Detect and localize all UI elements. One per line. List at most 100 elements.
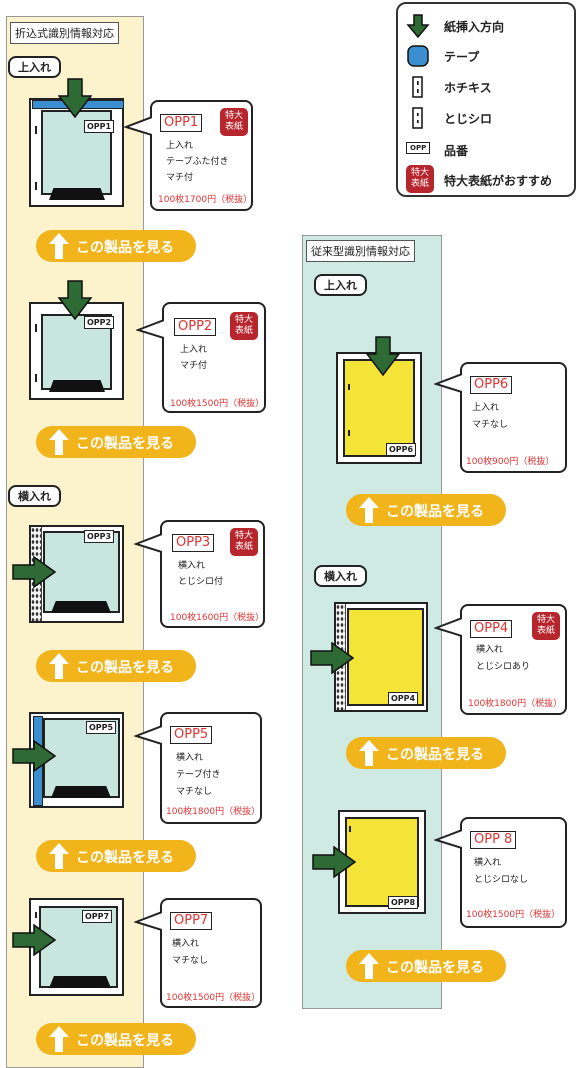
product-code-tag: OPP7 (82, 910, 113, 923)
insert-direction-arrow-icon (12, 740, 56, 772)
product-code-tag: OPP8 (388, 896, 419, 909)
legend-label: とじシロ (444, 112, 493, 126)
view-product-button-opp2[interactable]: この製品を見る (36, 426, 196, 458)
product-desc-line: 横入れ (474, 858, 502, 868)
product-code-tag: OPP3 (84, 530, 115, 543)
view-product-button-opp6[interactable]: この製品を見る (346, 494, 506, 526)
insert-direction-arrow-icon (58, 280, 92, 320)
product-desc-line: テープ付き (176, 770, 221, 780)
large-cover-badge: 特大表紙 (532, 612, 560, 640)
callout-pointer (434, 373, 462, 393)
view-product-button-opp7[interactable]: この製品を見る (36, 1023, 196, 1055)
large-cover-badge: 特大表紙 (406, 165, 434, 193)
staple-icon (35, 126, 37, 134)
product-price: 100枚1500円（税抜） (166, 993, 261, 1003)
legend-row-product-code: OPP 品番 (398, 138, 574, 162)
product-name: OPP3 (172, 534, 215, 552)
right-column-title: 従来型識別情報対応 (306, 240, 415, 262)
opp7-slot (49, 976, 111, 988)
product-name: OPP5 (170, 726, 213, 744)
opp3-info-callout: OPP3 特大表紙 横入れ とじシロ付 100枚1600円（税抜） (160, 520, 265, 628)
product-name: OPP4 (470, 620, 513, 638)
product-desc-line: マチ付 (166, 173, 194, 183)
up-arrow-icon (49, 233, 69, 259)
opp7-info-callout: OPP7 横入れ マチなし 100枚1500円（税抜） (160, 898, 262, 1008)
view-product-label: この製品を見る (386, 747, 484, 763)
view-product-button-opp1[interactable]: この製品を見る (36, 230, 196, 262)
product-desc-line: とじシロあり (476, 662, 531, 672)
product-price: 100枚1600円（税抜） (170, 613, 265, 623)
view-product-button-opp5[interactable]: この製品を見る (36, 840, 196, 872)
product-price: 100枚1500円（税抜） (170, 399, 265, 409)
view-product-label: この製品を見る (76, 850, 174, 866)
staple-icon (35, 912, 37, 918)
insert-direction-arrow-icon (366, 336, 400, 376)
left-top-insert-label: 上入れ (8, 56, 61, 78)
product-code-tag: OPP2 (84, 316, 115, 329)
left-column-title: 折込式識別情報対応 (10, 22, 119, 44)
binding-edge-icon (406, 106, 436, 130)
up-arrow-icon (49, 843, 69, 869)
product-price: 100枚900円（税抜） (466, 457, 555, 467)
product-name: OPP2 (174, 318, 217, 336)
tape-icon (406, 44, 436, 68)
product-price: 100枚1700円（税抜） (158, 195, 253, 205)
right-side-insert-label: 横入れ (314, 565, 367, 587)
insert-direction-arrow-icon (12, 556, 56, 588)
staple-icon (35, 182, 37, 190)
product-name: OPP1 (160, 114, 203, 132)
product-desc-line: マチなし (472, 420, 509, 430)
opp1-slot (49, 188, 105, 200)
up-arrow-icon (359, 740, 379, 766)
legend-row-staple: ホチキス (398, 75, 574, 99)
opp8-sleeve (345, 817, 419, 907)
product-code-tag: OPP4 (388, 692, 419, 705)
legend-row-large-cover: 特大表紙 特大表紙がおすすめ (398, 165, 574, 193)
view-product-label: この製品を見る (76, 436, 174, 452)
opp2-slot (49, 380, 105, 392)
opp8-info-callout: OPP 8 横入れ とじシロなし 100枚1500円（税抜） (460, 817, 567, 928)
view-product-button-opp4[interactable]: この製品を見る (346, 737, 506, 769)
view-product-label: この製品を見る (76, 660, 174, 676)
legend-label: 紙挿入方向 (444, 20, 505, 34)
product-desc-line: テープふた付き (166, 157, 229, 167)
view-product-label: この製品を見る (76, 1033, 174, 1049)
legend-label: ホチキス (444, 81, 492, 95)
product-desc-line: マチ付 (180, 361, 208, 371)
up-arrow-icon (359, 953, 379, 979)
opp8-envelope (338, 810, 426, 914)
legend-label: 特大表紙がおすすめ (444, 174, 553, 188)
insert-direction-arrow-icon (310, 642, 354, 674)
view-product-button-opp3[interactable]: この製品を見る (36, 650, 196, 682)
view-product-button-opp8[interactable]: この製品を見る (346, 950, 506, 982)
up-arrow-icon (49, 653, 69, 679)
product-code-tag: OPP5 (86, 721, 117, 734)
product-code-icon: OPP (406, 138, 436, 162)
staple-icon (349, 826, 351, 832)
opp5-info-callout: OPP5 横入れ テープ付き マチなし 100枚1800円（税抜） (160, 712, 262, 824)
staple-icon (406, 75, 436, 99)
staple-icon (348, 430, 350, 436)
insert-direction-arrow-icon (12, 924, 56, 956)
callout-pointer (124, 116, 152, 136)
product-desc-line: とじシロなし (474, 875, 529, 885)
legend-row-binding-edge: とじシロ (398, 106, 574, 130)
product-desc-line: 上入れ (166, 141, 194, 151)
opp4-sleeve (347, 608, 424, 706)
staple-icon (35, 324, 37, 332)
left-side-insert-label: 横入れ (8, 485, 61, 507)
insert-direction-arrow-icon (58, 78, 92, 118)
product-code-tag: OPP1 (84, 120, 115, 133)
callout-pointer (434, 829, 462, 849)
staple-icon (348, 384, 350, 390)
view-product-label: この製品を見る (386, 504, 484, 520)
legend-box: 紙挿入方向 テープ ホチキス とじシロ OPP 品番 特大表紙 特大表紙がおすす… (396, 2, 576, 197)
product-desc-line: マチなし (172, 956, 209, 966)
opp3-slot (51, 601, 111, 613)
callout-pointer (136, 319, 164, 339)
insert-direction-arrow-icon (312, 846, 356, 878)
product-desc-line: とじシロ付 (178, 577, 224, 587)
right-top-insert-label: 上入れ (314, 274, 367, 296)
callout-pointer (134, 725, 162, 745)
legend-row-tape: テープ (398, 44, 574, 68)
